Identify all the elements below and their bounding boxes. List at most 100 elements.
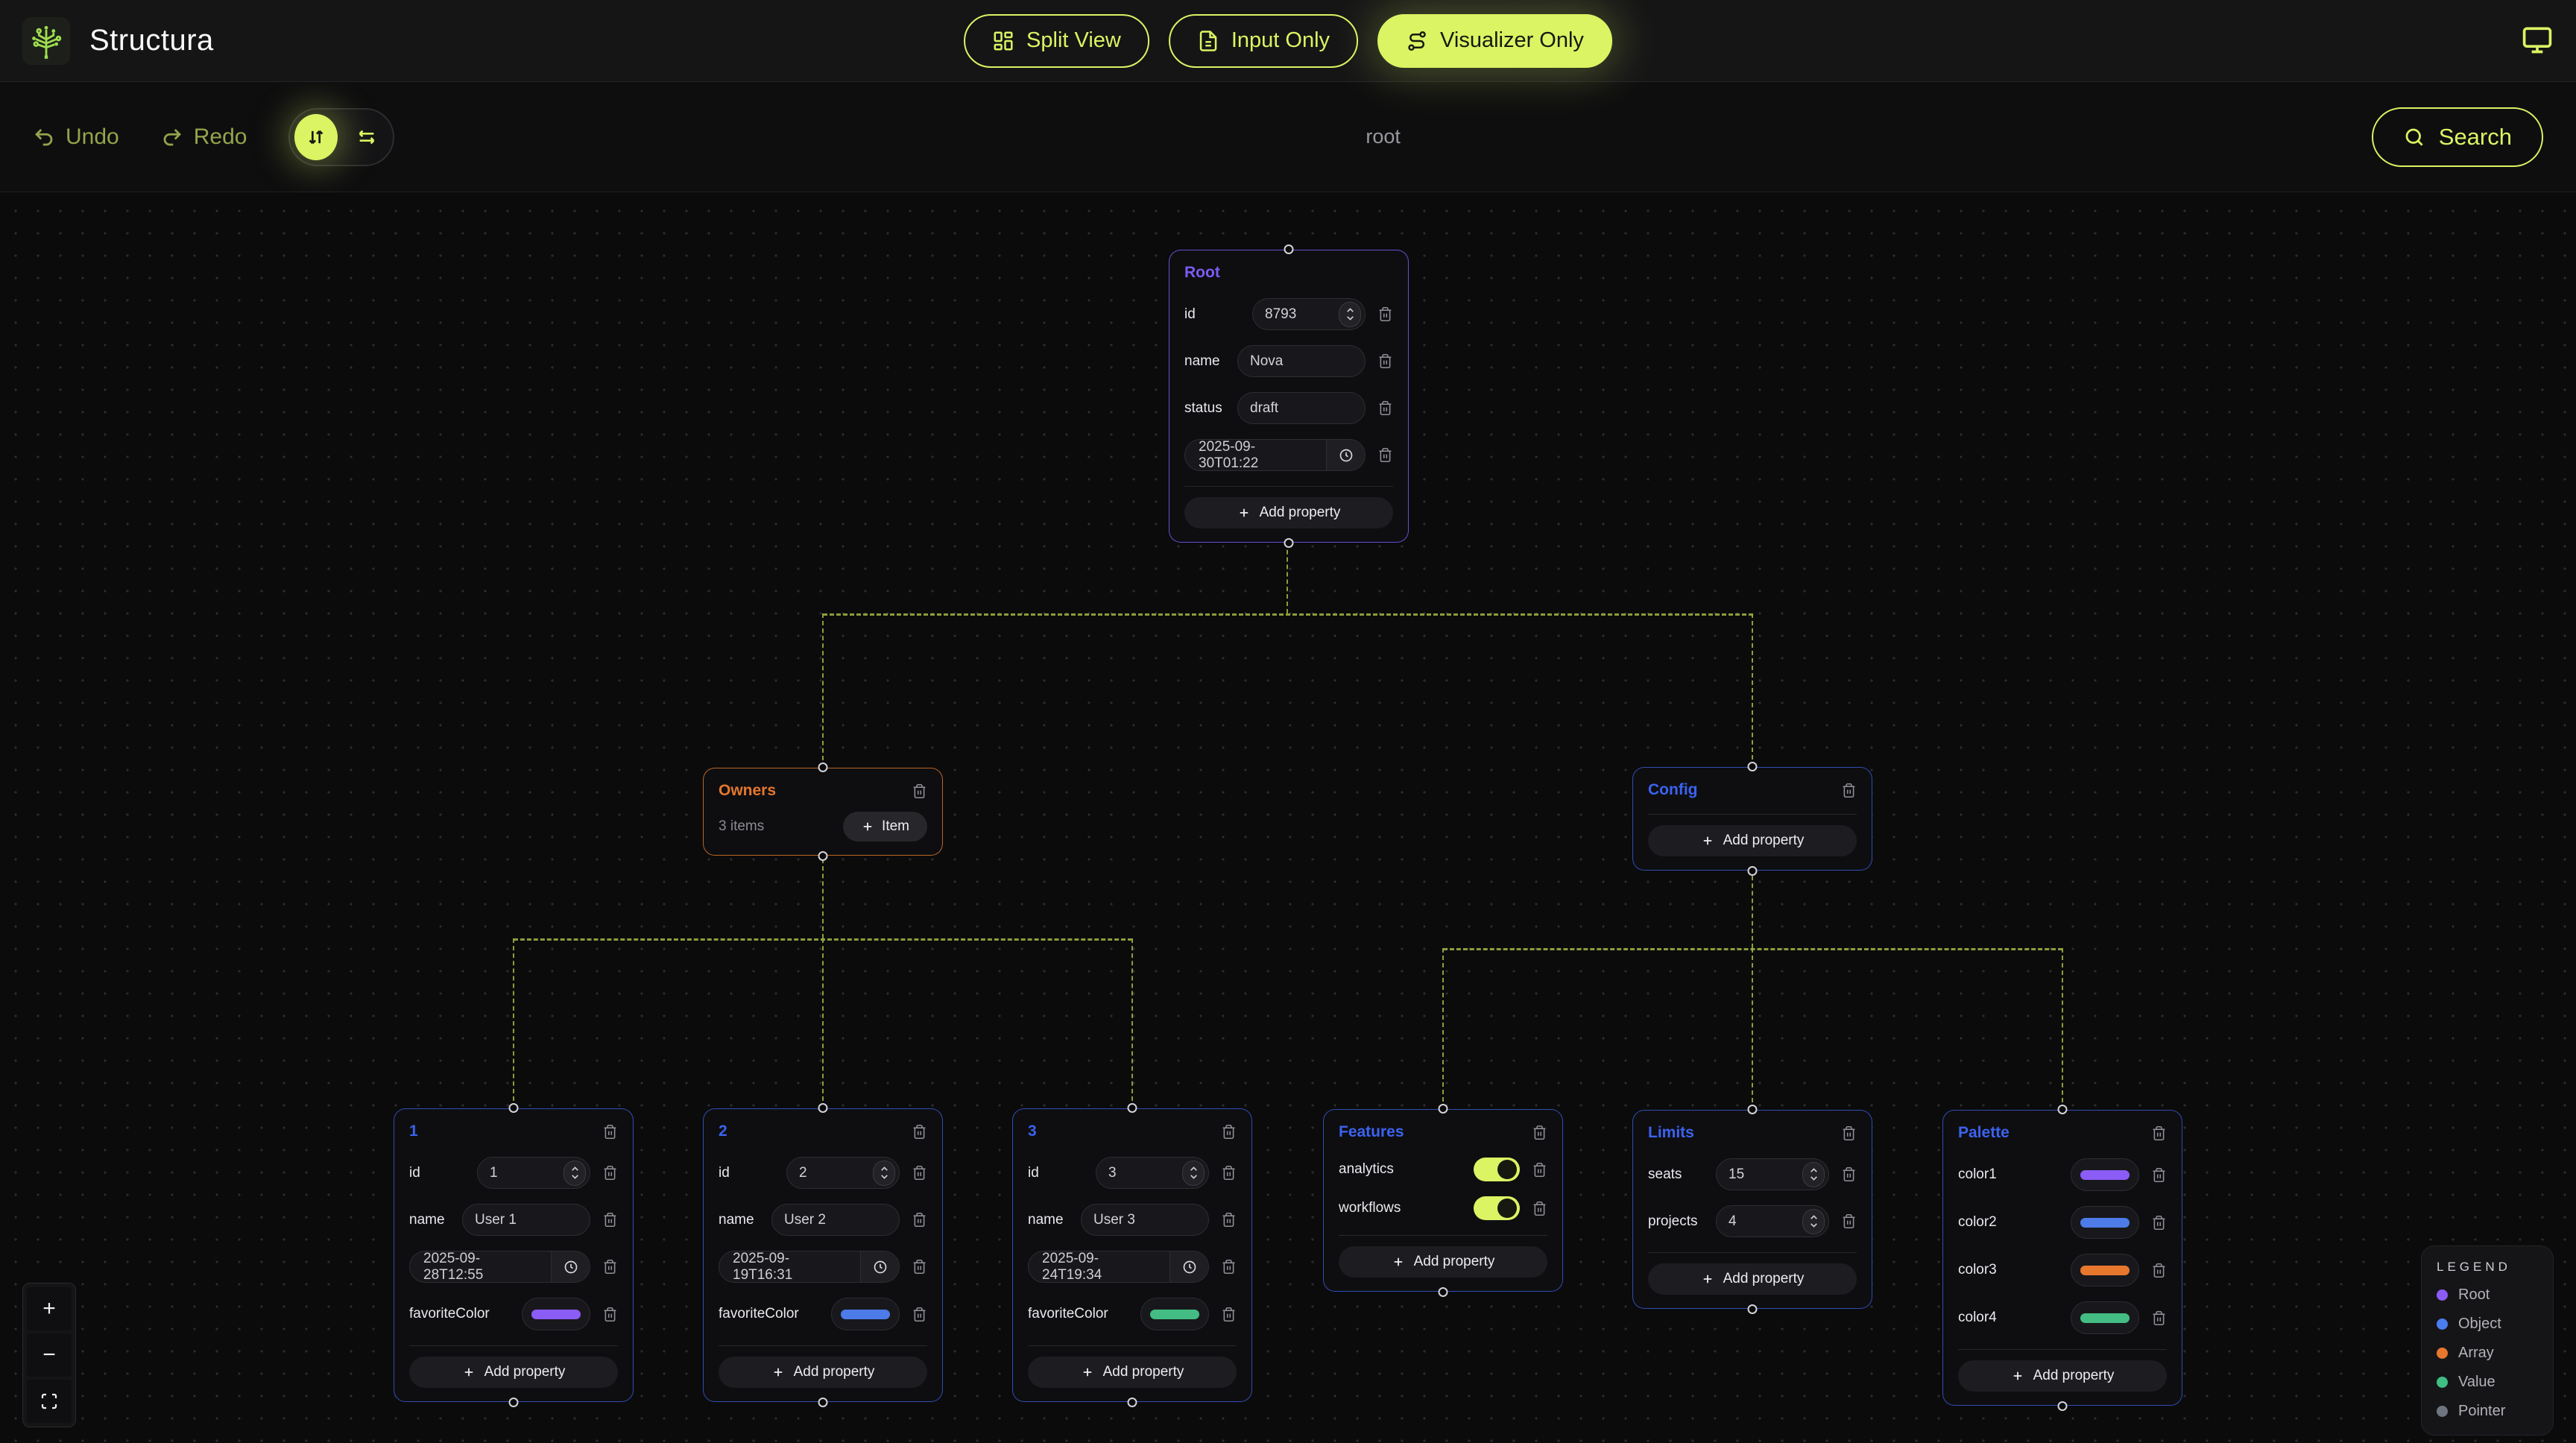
delete-property-button[interactable] [602,1307,618,1322]
node-port-bottom[interactable] [2058,1401,2068,1411]
display-mode-button[interactable] [2521,23,2554,58]
add-property-button[interactable]: Add property [1339,1246,1547,1278]
delete-property-button[interactable] [602,1165,618,1181]
delete-property-button[interactable] [1377,353,1393,369]
add-property-button[interactable]: Add property [1184,497,1393,528]
node-port-bottom[interactable] [818,1398,828,1407]
number-input[interactable]: 8793 [1252,298,1366,330]
node-port-top[interactable] [818,762,828,772]
node-port-bottom[interactable] [1128,1398,1137,1407]
add-item-button[interactable]: Item [843,812,927,842]
node-user1[interactable]: 1 id 1 name User 1 [394,1108,634,1402]
clock-picker-button[interactable] [551,1251,590,1282]
delete-node-button[interactable] [912,783,927,799]
delete-property-button[interactable] [912,1212,927,1228]
horizontal-layout-button[interactable] [345,114,388,160]
datetime-input[interactable]: 2025-09-30T01:22 [1184,439,1366,471]
node-port-bottom[interactable] [1748,1304,1758,1314]
delete-property-button[interactable] [1377,400,1393,416]
delete-property-button[interactable] [1377,447,1393,463]
clock-picker-button[interactable] [860,1251,899,1282]
node-port-bottom[interactable] [1748,866,1758,876]
number-stepper[interactable] [1339,302,1361,327]
delete-node-button[interactable] [912,1124,927,1140]
node-port-top[interactable] [1439,1104,1448,1114]
number-stepper[interactable] [1802,1162,1825,1187]
delete-property-button[interactable] [1841,1213,1857,1229]
delete-property-button[interactable] [1532,1162,1547,1178]
node-owners[interactable]: Owners 3 items Item [703,768,943,856]
color-input[interactable] [2071,1206,2139,1239]
node-root[interactable]: Root id 8793 name Nova [1169,250,1409,543]
workflows-toggle[interactable] [1474,1196,1520,1220]
delete-node-button[interactable] [1221,1124,1237,1140]
delete-node-button[interactable] [2151,1125,2167,1141]
redo-button[interactable]: Redo [161,124,247,150]
node-config[interactable]: Config Add property [1632,767,1872,871]
delete-node-button[interactable] [1532,1125,1547,1140]
add-property-button[interactable]: Add property [409,1357,618,1388]
add-property-button[interactable]: Add property [719,1357,927,1388]
node-port-bottom[interactable] [1284,538,1294,548]
color-input[interactable] [2071,1254,2139,1286]
delete-property-button[interactable] [912,1307,927,1322]
delete-property-button[interactable] [1532,1201,1547,1216]
delete-property-button[interactable] [2151,1263,2167,1278]
text-input[interactable]: User 1 [462,1204,590,1236]
datetime-input[interactable]: 2025-09-19T16:31 [719,1251,900,1283]
delete-node-button[interactable] [1841,1125,1857,1141]
datetime-input[interactable]: 2025-09-28T12:55 [409,1251,590,1283]
node-limits[interactable]: Limits seats 15 projects 4 [1632,1110,1872,1309]
node-port-top[interactable] [818,1103,828,1113]
add-property-button[interactable]: Add property [1958,1360,2167,1392]
split-view-button[interactable]: Split View [964,14,1149,68]
node-user2[interactable]: 2 id 2 name User 2 [703,1108,943,1402]
color-input[interactable] [522,1298,590,1330]
fit-view-button[interactable] [27,1380,72,1423]
node-port-top[interactable] [1284,244,1294,254]
number-stepper[interactable] [564,1161,586,1186]
node-port-top[interactable] [1748,1105,1758,1114]
clock-picker-button[interactable] [1326,440,1365,470]
number-stepper[interactable] [873,1161,895,1186]
text-input[interactable]: User 2 [771,1204,900,1236]
color-input[interactable] [2071,1158,2139,1191]
analytics-toggle[interactable] [1474,1158,1520,1181]
number-stepper[interactable] [1182,1161,1205,1186]
search-button[interactable]: Search [2372,107,2543,167]
text-input[interactable]: Nova [1237,345,1366,377]
delete-node-button[interactable] [1841,783,1857,798]
node-port-top[interactable] [1748,762,1758,771]
delete-property-button[interactable] [2151,1215,2167,1231]
add-property-button[interactable]: Add property [1648,825,1857,856]
zoom-in-button[interactable]: + [27,1287,72,1330]
delete-property-button[interactable] [1221,1212,1237,1228]
number-input[interactable]: 1 [477,1157,590,1189]
text-input[interactable]: draft [1237,392,1366,424]
delete-property-button[interactable] [1841,1166,1857,1182]
text-input[interactable]: User 3 [1081,1204,1209,1236]
delete-property-button[interactable] [1377,306,1393,322]
node-features[interactable]: Features analytics workflows Add propert… [1323,1109,1563,1292]
number-input[interactable]: 4 [1716,1205,1829,1237]
node-port-bottom[interactable] [818,851,828,861]
color-input[interactable] [1140,1298,1209,1330]
delete-property-button[interactable] [1221,1307,1237,1322]
number-input[interactable]: 3 [1096,1157,1209,1189]
delete-property-button[interactable] [602,1212,618,1228]
delete-property-button[interactable] [912,1259,927,1275]
node-port-top[interactable] [1128,1103,1137,1113]
node-palette[interactable]: Palette color1 color2 color3 [1942,1110,2182,1406]
number-stepper[interactable] [1802,1209,1825,1234]
delete-property-button[interactable] [912,1165,927,1181]
add-property-button[interactable]: Add property [1028,1357,1237,1388]
delete-node-button[interactable] [602,1124,618,1140]
visualizer-canvas[interactable]: Root id 8793 name Nova [0,192,2576,1442]
color-input[interactable] [831,1298,900,1330]
number-input[interactable]: 2 [786,1157,900,1189]
undo-button[interactable]: Undo [33,124,119,150]
delete-property-button[interactable] [2151,1167,2167,1183]
input-only-button[interactable]: Input Only [1169,14,1358,68]
datetime-input[interactable]: 2025-09-24T19:34 [1028,1251,1209,1283]
node-user3[interactable]: 3 id 3 name User 3 [1012,1108,1252,1402]
